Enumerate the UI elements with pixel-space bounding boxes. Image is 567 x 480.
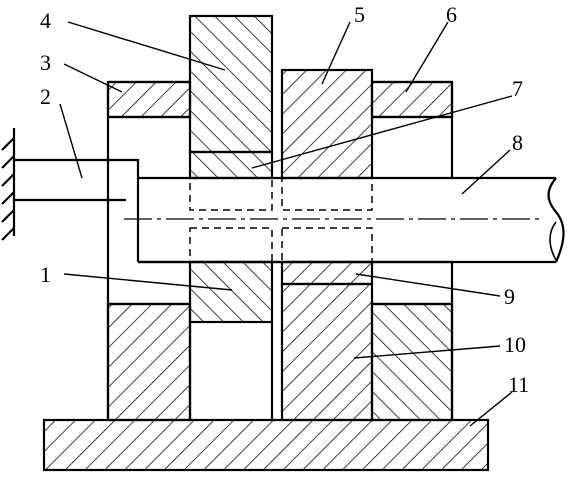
wall-support [1, 128, 16, 241]
label-8: 8 [512, 130, 523, 155]
label-10: 10 [504, 332, 526, 357]
part-5-block [280, 68, 374, 180]
part-labels: 4 5 6 3 2 7 8 1 9 10 11 [40, 2, 529, 397]
part-4-block [188, 14, 274, 180]
part-1-block [188, 260, 274, 324]
label-6: 6 [446, 2, 457, 27]
leader-lines [59, 21, 513, 427]
lower-right-leg [370, 302, 454, 422]
label-11: 11 [508, 372, 529, 397]
part-2-arm [14, 158, 140, 202]
part-10-block [280, 282, 374, 422]
part-9-block [280, 260, 374, 286]
part-3-block [106, 80, 192, 119]
bore-outline [136, 180, 452, 264]
label-1: 1 [40, 262, 51, 287]
label-5: 5 [354, 2, 365, 27]
label-9: 9 [504, 284, 515, 309]
hidden-bushing-lines [189, 177, 373, 263]
label-2: 2 [40, 84, 51, 109]
part-11-base [42, 418, 490, 472]
label-3: 3 [40, 50, 51, 75]
label-7: 7 [512, 76, 523, 101]
lower-left-leg [106, 302, 192, 422]
label-4: 4 [40, 8, 51, 33]
part-6-block [370, 80, 454, 119]
